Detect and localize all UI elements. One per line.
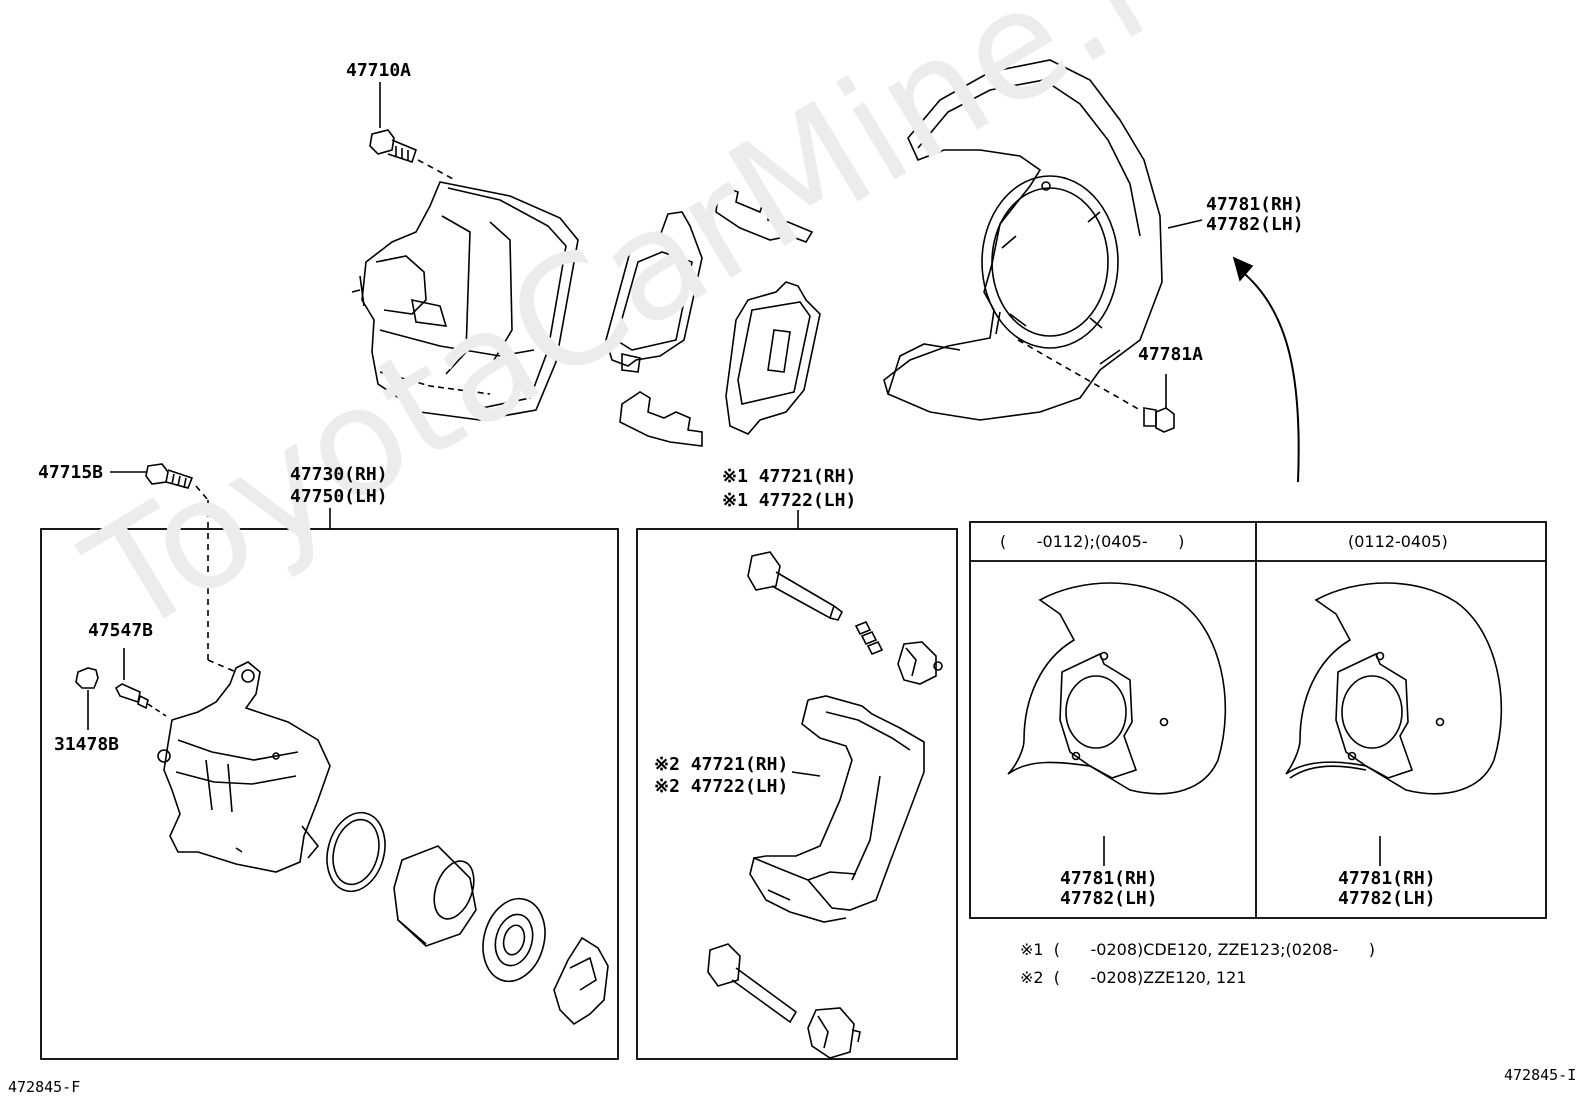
- label-47730-rh: 47730(RH): [290, 464, 388, 485]
- label-47781-rh-top: 47781(RH): [1206, 194, 1304, 215]
- pad-support-plate-lower: [619, 391, 703, 447]
- label-47722-lh-note1: ※1 47722(LH): [722, 490, 857, 511]
- dust-cover-variant-b: [1285, 582, 1503, 866]
- leader-47721-bracket: [791, 771, 821, 777]
- label-47750-lh: 47750(LH): [290, 486, 388, 507]
- label-47781-rh-variant-a: 47781(RH): [1060, 868, 1158, 889]
- bolt-47781A: [1017, 339, 1175, 433]
- footnote-2: ※2 ( -0208)ZZE120, 121: [1020, 968, 1247, 987]
- bolt-47710A: [369, 82, 456, 181]
- disc-brake-dust-cover-top: [883, 59, 1163, 421]
- label-47721-rh-note2: ※2 47721(RH): [654, 754, 789, 775]
- label-47547B: 47547B: [88, 620, 154, 641]
- boot-ring: [553, 936, 609, 1026]
- variant-arrow: [1232, 256, 1300, 483]
- dust-cover-variant-a: [1007, 582, 1227, 866]
- label-47782-lh-variant-a: 47782(LH): [1060, 888, 1158, 909]
- variant-b-header: (0112-0405): [1348, 532, 1448, 551]
- slide-pin-frame: [636, 528, 958, 1060]
- label-47782-lh-top: 47782(LH): [1206, 214, 1304, 235]
- label-47782-lh-variant-b: 47782(LH): [1338, 888, 1436, 909]
- illustration-code-left: 472845-F: [8, 1078, 81, 1096]
- bolt-47715B: [110, 463, 237, 673]
- illustration-code-right: 472845-I: [1504, 1066, 1577, 1084]
- label-47721-rh-note1: ※1 47721(RH): [722, 466, 857, 487]
- label-47781-rh-variant-b: 47781(RH): [1338, 868, 1436, 889]
- caliper-cylinder: [157, 661, 331, 873]
- variant-a-header: ( -0112);(0405- ): [1000, 532, 1185, 551]
- label-31478B: 31478B: [54, 734, 120, 755]
- pin-spring: [854, 620, 884, 656]
- caliper-body-top: [351, 181, 579, 421]
- piston: [393, 845, 477, 947]
- label-47710A: 47710A: [346, 60, 412, 81]
- bleeder-plug-31478B: [75, 667, 99, 730]
- caliper-mounting-bracket: [749, 695, 925, 923]
- brake-pad-outer: [725, 281, 821, 435]
- slide-pin-lower: [707, 943, 798, 1024]
- cylinder-boot: [482, 897, 546, 983]
- footnote-1: ※1 ( -0208)CDE120, ZZE123;(0208- ): [1020, 940, 1376, 959]
- dust-cover-variants-frame: [969, 521, 1547, 919]
- slide-pin-upper: [747, 551, 844, 621]
- label-47781A: 47781A: [1138, 344, 1204, 365]
- pad-support-plate-upper: [715, 187, 814, 243]
- brake-pad-inner: [605, 211, 703, 373]
- bleeder-plug-47547B: [114, 648, 167, 717]
- pin-boot-lower: [807, 1007, 861, 1059]
- piston-seal: [326, 811, 386, 893]
- label-47722-lh-note2: ※2 47722(LH): [654, 776, 789, 797]
- label-47715B: 47715B: [38, 462, 104, 483]
- caliper-assembly-frame: [40, 528, 619, 1060]
- pin-boot-upper: [897, 641, 943, 685]
